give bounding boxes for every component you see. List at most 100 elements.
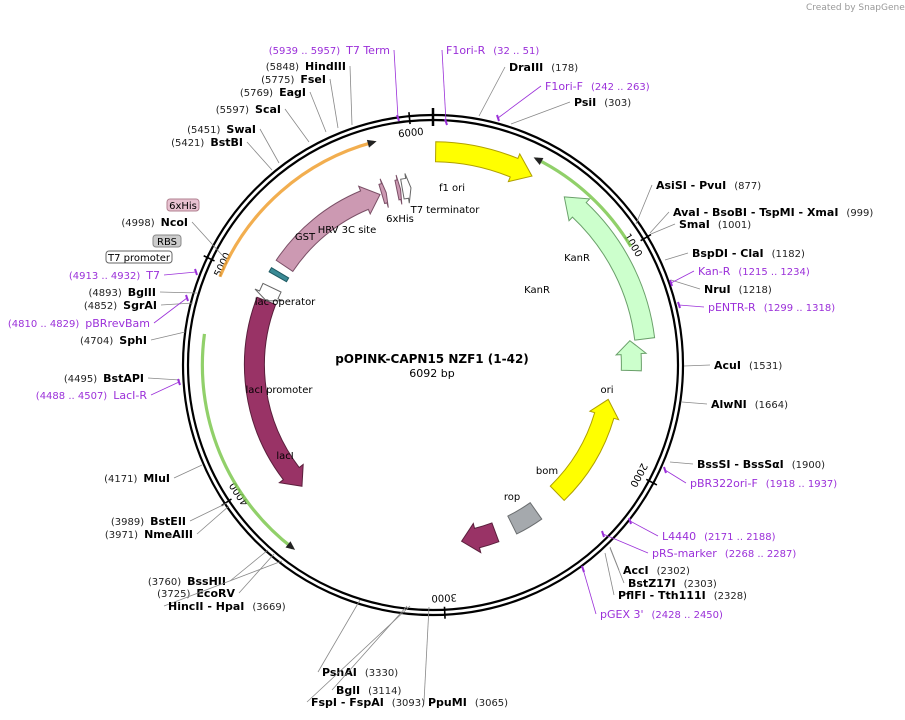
svg-text:F1ori-F(242 .. 263): F1ori-F(242 .. 263)	[545, 80, 650, 93]
feature-label-kanr: KanR	[524, 285, 550, 296]
primer-pentr-r: pENTR-R (1299 .. 1318)	[677, 301, 836, 314]
snapgene-credit: Created by SnapGene	[806, 3, 905, 13]
site-name: SgrAI	[123, 299, 157, 312]
site-name: AcuI	[714, 359, 741, 372]
svg-text:(5848)HindIII: (5848) HindIII	[266, 60, 346, 73]
svg-text:pRS-marker(2268 .. 2287): pRS-marker(2268 .. 2287)	[652, 547, 796, 560]
svg-text:F1ori-R(32 .. 51): F1ori-R(32 .. 51)	[446, 44, 539, 57]
feature-kanr	[563, 196, 656, 341]
site-name: HindIII	[305, 60, 346, 73]
site-position: (178)	[551, 63, 578, 74]
primer-prs-marker: pRS-marker(2268 .. 2287)	[601, 530, 796, 560]
site-position: (1900)	[792, 460, 825, 471]
site-sphi: (4704) SphI	[80, 331, 186, 347]
site-asisi-pvui: AsiSI - PvuI(877)	[635, 179, 761, 225]
site-bsshii: (3760)BssHII	[148, 549, 269, 588]
site-position: (5769)	[240, 88, 273, 99]
site-position: (1299 .. 1318)	[764, 303, 836, 314]
site-position: (32 .. 51)	[493, 46, 539, 57]
site-name: NmeAIII	[144, 528, 193, 541]
site-name: pBR322ori-F	[690, 477, 758, 490]
feature-label-6xhis: 6xHis	[386, 214, 414, 225]
site-position: (4704)	[80, 336, 113, 347]
site-position: (4852)	[84, 301, 117, 312]
site-position: (2171 .. 2188)	[704, 532, 776, 543]
svg-text:AccI(2302): AccI(2302)	[623, 564, 690, 577]
svg-text:PshAI(3330): PshAI(3330)	[322, 666, 398, 679]
site-name: ScaI	[255, 103, 281, 116]
svg-text:SmaI(1001): SmaI(1001)	[679, 218, 751, 231]
site-position: (1182)	[772, 249, 805, 260]
feature-bom	[507, 502, 543, 535]
svg-text:(4704)SphI: (4704) SphI	[80, 334, 147, 347]
svg-text:FspI - FspAI(3093): FspI - FspAI(3093)	[311, 696, 425, 709]
feature-label-hrv-3c-site: HRV 3C site	[318, 225, 377, 236]
primer-f1ori-f: F1ori-F(242 .. 263)	[496, 80, 650, 122]
feature-ori	[549, 398, 620, 502]
site-position: (5848)	[266, 62, 299, 73]
primer-pbr322ori-f: pBR322ori-F (1918 .. 1937)	[663, 466, 838, 490]
svg-text:AlwNI(1664): AlwNI (1664)	[711, 398, 788, 411]
site-position: (5939 .. 5957)	[269, 46, 341, 57]
site-name: BstBI	[210, 136, 243, 149]
site-position: (877)	[734, 181, 761, 192]
site-name: T7	[145, 269, 160, 282]
svg-text:AcuI(1531): AcuI (1531)	[714, 359, 782, 372]
svg-text:6xHis: 6xHis	[169, 201, 197, 212]
svg-text:HincII - HpaI(3669): HincII - HpaI(3669)	[168, 600, 286, 613]
site-position: (3669)	[252, 602, 285, 613]
site-hincii-hpai: HincII - HpaI(3669)	[163, 560, 286, 613]
site-position: (4488 .. 4507)	[36, 391, 108, 402]
svg-text:(4810 .. 4829)pBRrevBam: (4810 .. 4829)pBRrevBam	[8, 317, 150, 330]
arc-arrow-green-arc-laci	[285, 541, 296, 550]
site-bsssi-bsss-i: BssSI - BssSαI(1900)	[669, 458, 825, 471]
site-position: (3330)	[365, 668, 398, 679]
site-position: (1218)	[739, 285, 772, 296]
svg-text:AsiSI - PvuI(877): AsiSI - PvuI(877)	[656, 179, 761, 192]
plasmid-length: 6092 bp	[409, 367, 454, 380]
svg-text:(4488 .. 4507)LacI-R: (4488 .. 4507)LacI-R	[36, 389, 148, 402]
svg-text:BglI(3114): BglI(3114)	[336, 684, 401, 697]
svg-text:(5939 .. 5957)T7 Term: (5939 .. 5957)T7 Term	[269, 44, 390, 57]
svg-text:(4893)BglII: (4893)BglII	[89, 286, 156, 299]
site-name: BstZ17I	[628, 577, 676, 590]
site-smai: SmaI(1001)	[650, 218, 751, 235]
site-name: AlwNI	[711, 398, 747, 411]
svg-text:L4440(2171 .. 2188): L4440(2171 .. 2188)	[662, 530, 776, 543]
feature-label-lac-operator: lac operator	[255, 297, 316, 308]
tick-label-6000: 6000	[398, 127, 424, 140]
arc-orange-arc	[218, 140, 375, 278]
boxed-label-rbs: RBS	[152, 234, 182, 248]
site-name: pENTR-R	[708, 301, 756, 314]
site-bstz17i: BstZ17I(2303)	[609, 547, 717, 590]
primer-pbrrevbam: (4810 .. 4829)pBRrevBam	[8, 294, 189, 330]
site-bsteii: (3989) BstEII	[111, 502, 228, 528]
boxed-label-t7-promoter: T7 promoter	[105, 250, 173, 264]
site-name: BstEII	[150, 515, 186, 528]
site-ncoi: (4998)NcoI	[121, 216, 223, 256]
site-name: SphI	[119, 334, 147, 347]
svg-text:PsiI(303): PsiI(303)	[574, 96, 631, 109]
svg-text:(3989)BstEII: (3989) BstEII	[111, 515, 186, 528]
svg-text:NruI(1218): NruI (1218)	[704, 283, 772, 296]
feature-laci-promoter	[254, 282, 283, 302]
feature-laci	[243, 296, 304, 487]
tick-1000	[640, 233, 652, 242]
site-position: (1531)	[749, 361, 782, 372]
site-name: DraIII	[509, 61, 543, 74]
svg-text:PpuMI(3065): PpuMI(3065)	[428, 696, 508, 709]
site-name: MluI	[143, 472, 170, 485]
site-position: (3971)	[105, 530, 138, 541]
feature-lac-operator	[268, 266, 290, 283]
site-position: (1664)	[755, 400, 788, 411]
primer-l4440: L4440(2171 .. 2188)	[628, 517, 776, 543]
svg-text:AvaI - BsoBI - TspMI - XmaI(99: AvaI - BsoBI - TspMI - XmaI(999)	[673, 206, 873, 219]
site-position: (3989)	[111, 517, 144, 528]
site-position: (1918 .. 1937)	[766, 479, 838, 490]
site-name: NruI	[704, 283, 731, 296]
site-name: BspDI - ClaI	[692, 247, 764, 260]
primer-pgex-3: pGEX 3'(2428 .. 2450)	[581, 565, 723, 621]
site-name: pGEX 3'	[600, 608, 644, 621]
tick-6000	[408, 112, 411, 125]
site-name: SmaI	[679, 218, 710, 231]
